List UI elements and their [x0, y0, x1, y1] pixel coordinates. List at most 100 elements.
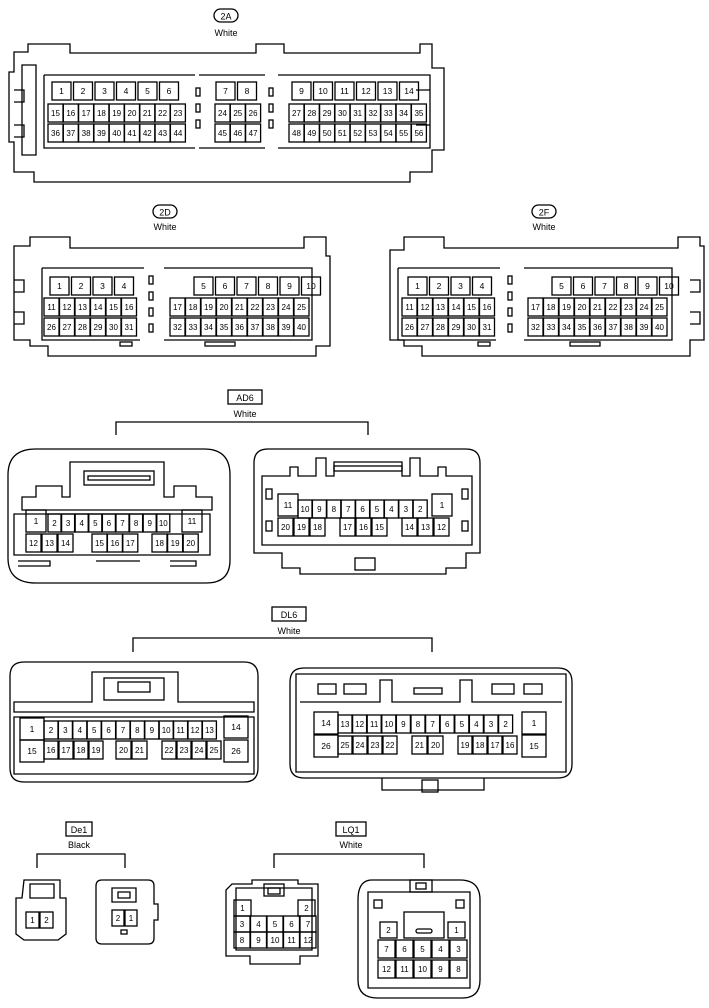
pin-number: 15	[95, 539, 104, 548]
pin-number: 8	[240, 936, 245, 945]
pin-number: 34	[562, 323, 571, 332]
pin-number: 18	[77, 746, 86, 755]
key	[268, 103, 274, 113]
housing-detail	[300, 679, 562, 703]
pin-number: 14	[94, 303, 103, 312]
pin-cavity	[156, 513, 171, 533]
pin-cavity	[193, 276, 214, 296]
housing-detail	[41, 267, 313, 341]
pin-number: 54	[384, 129, 393, 138]
pin-number: 2	[81, 86, 86, 96]
pin-number: 22	[386, 741, 395, 750]
housing-outline	[225, 879, 319, 965]
pin-cavity	[215, 81, 236, 101]
pin-number: 9	[645, 281, 650, 291]
pin-number: 39	[282, 323, 291, 332]
pin-cavity	[355, 517, 372, 537]
pin-number: 3	[456, 945, 461, 954]
key	[119, 341, 133, 347]
pin-number: 25	[297, 303, 306, 312]
pin-cavity	[352, 735, 368, 755]
pin-cavity	[161, 740, 177, 760]
pin-number: 6	[223, 281, 228, 291]
pin-number: 5	[420, 945, 425, 954]
pin-number: 4	[256, 920, 261, 929]
pin-number: 14	[231, 722, 241, 732]
pin-number: 35	[414, 109, 423, 118]
pin-number: 19	[92, 746, 101, 755]
key	[491, 683, 515, 695]
pin-number: 13	[383, 86, 393, 96]
pin-number: 25	[655, 303, 664, 312]
pin-number: 12	[29, 539, 38, 548]
pin-number: 26	[249, 109, 258, 118]
pin-number: 1	[59, 86, 64, 96]
pin-number: 2	[44, 916, 49, 925]
pin-cavity	[120, 297, 138, 317]
latch	[29, 883, 55, 899]
latch	[103, 677, 165, 701]
pin-number: 31	[483, 323, 492, 332]
latch	[263, 883, 285, 897]
pin-number: 6	[402, 945, 407, 954]
connector-code: 2A	[220, 12, 231, 22]
pin-number: 34	[399, 109, 408, 118]
pin-number: 41	[128, 129, 137, 138]
pin-number: 32	[531, 323, 540, 332]
pin-number: 8	[134, 519, 139, 528]
pin-number: 7	[384, 945, 389, 954]
pin-cavity	[472, 735, 488, 755]
pin-number: 18	[189, 303, 198, 312]
pin-cavity	[25, 911, 40, 929]
pin-number: 17	[82, 109, 91, 118]
pin-cavity	[309, 517, 326, 537]
key	[461, 488, 469, 500]
pin-number: 49	[307, 129, 316, 138]
key	[268, 87, 274, 97]
pin-number: 40	[297, 323, 306, 332]
pin-number: 1	[532, 718, 537, 728]
pin-number: 1	[57, 281, 62, 291]
latch	[333, 465, 403, 472]
pin-number: 1	[129, 914, 134, 923]
pin-cavity	[49, 276, 70, 296]
pin-number: 3	[458, 281, 463, 291]
pin-number: 47	[249, 129, 258, 138]
pin-number: 23	[624, 303, 633, 312]
pin-number: 16	[506, 741, 515, 750]
pin-number: 11	[284, 500, 293, 510]
pin-number: 8	[456, 965, 461, 974]
key	[569, 341, 601, 347]
pin-cavity	[244, 123, 262, 143]
housing-detail	[14, 279, 25, 325]
pin-number: 22	[165, 746, 174, 755]
pin-number: 2	[437, 281, 442, 291]
pin-number: 17	[491, 741, 500, 750]
key	[148, 275, 154, 285]
pin-number: 9	[256, 936, 261, 945]
pin-number: 16	[359, 523, 368, 532]
pin-cavity	[398, 81, 420, 101]
pin-number: 27	[421, 323, 430, 332]
pin-number: 8	[332, 505, 337, 514]
pin-cavity	[124, 909, 138, 927]
pin-cavity	[339, 517, 356, 537]
pin-number: 2	[503, 720, 508, 729]
pin-number: 50	[323, 129, 332, 138]
housing-detail	[403, 911, 445, 939]
pin-number: 10	[384, 720, 393, 729]
pin-cavity	[478, 297, 496, 317]
pin-number: 19	[204, 303, 213, 312]
pin-number: 46	[233, 129, 242, 138]
pin-cavity	[169, 123, 187, 143]
pairing-bracket	[132, 637, 433, 652]
housing-detail	[381, 778, 485, 791]
pin-number: 8	[266, 281, 271, 291]
pin-number: 37	[66, 129, 75, 138]
